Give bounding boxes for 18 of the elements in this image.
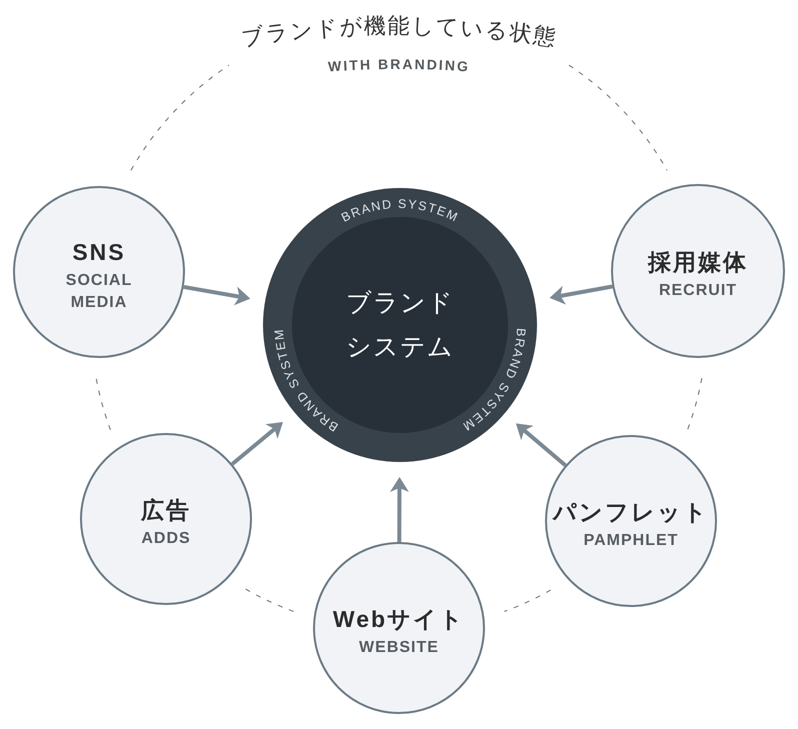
arrow	[230, 422, 283, 466]
channel-sublabel: RECRUIT	[658, 281, 738, 301]
arrow	[550, 284, 613, 305]
channel-sublabel: ADDS	[141, 529, 191, 549]
channel-sublabel: SOCIAL MEDIA	[64, 271, 134, 313]
channel-label: Webサイト	[332, 605, 466, 633]
channel-label: SNS	[72, 238, 126, 266]
subtitle-label: WITH BRANDING	[328, 56, 470, 75]
arrow	[390, 477, 409, 542]
channel-label: 採用媒体	[648, 248, 748, 276]
arrow	[183, 284, 250, 306]
diagram-title: ブランドが機能している状態	[239, 13, 559, 50]
channel-sublabel: WEBSITE	[359, 638, 439, 658]
arrow	[516, 423, 567, 467]
core-label: ブランドシステム	[345, 288, 455, 363]
channel-label: 広告	[141, 496, 191, 524]
channel-sublabel: PAMPHLET	[584, 531, 678, 551]
channel-label: パンフレット	[553, 498, 709, 526]
